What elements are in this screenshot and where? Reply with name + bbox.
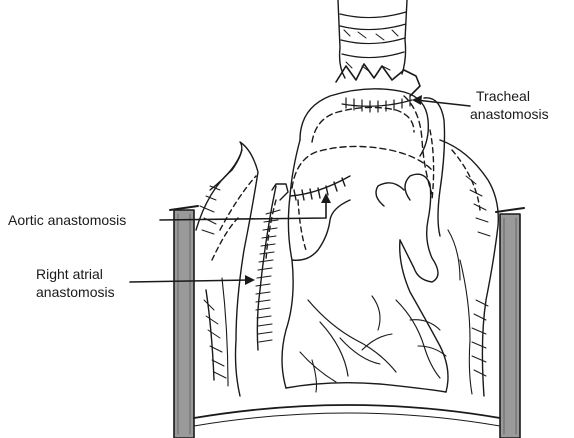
tracheal-suture-line: [342, 97, 412, 112]
tracheal-label-line2: anastomosis: [470, 106, 549, 122]
right-retractor: [496, 208, 524, 438]
sternal-edge: [194, 405, 500, 426]
tracheal-label-line1: Tracheal: [476, 88, 530, 104]
left-retractor: [170, 206, 198, 438]
trachea: [336, 0, 420, 96]
pulmonary-vessels: [376, 98, 445, 282]
aortic-label: Aortic anastomosis: [8, 212, 126, 228]
heart-outline: [282, 140, 448, 392]
right-lung-edge: [440, 140, 498, 396]
tracheal-arrow: [412, 95, 470, 106]
right-atrial-label-line2: anastomosis: [36, 284, 115, 300]
right-atrial-suture-line: [256, 184, 288, 350]
left-lung-edge: [196, 142, 258, 396]
right-atrial-label-line1: Right atrial: [36, 266, 103, 282]
